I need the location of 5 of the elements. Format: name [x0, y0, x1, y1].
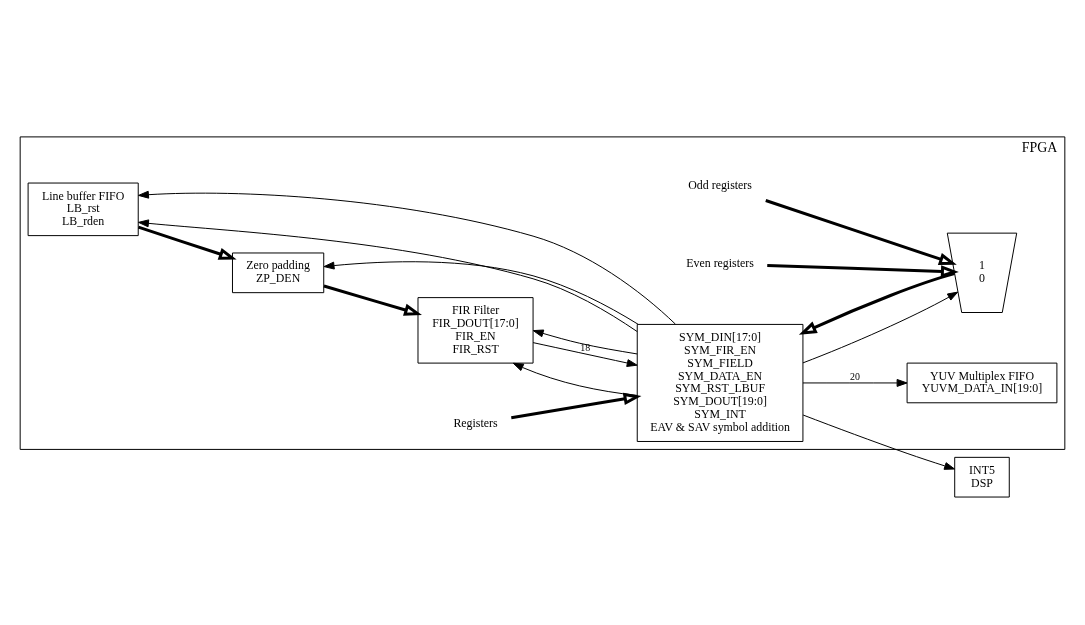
edge-label: 18 — [580, 341, 591, 353]
node-text: Odd registers — [688, 177, 752, 192]
node-text: Even registers — [686, 255, 754, 270]
node-text: Registers — [453, 415, 498, 430]
edge-label: 20 — [850, 370, 860, 382]
